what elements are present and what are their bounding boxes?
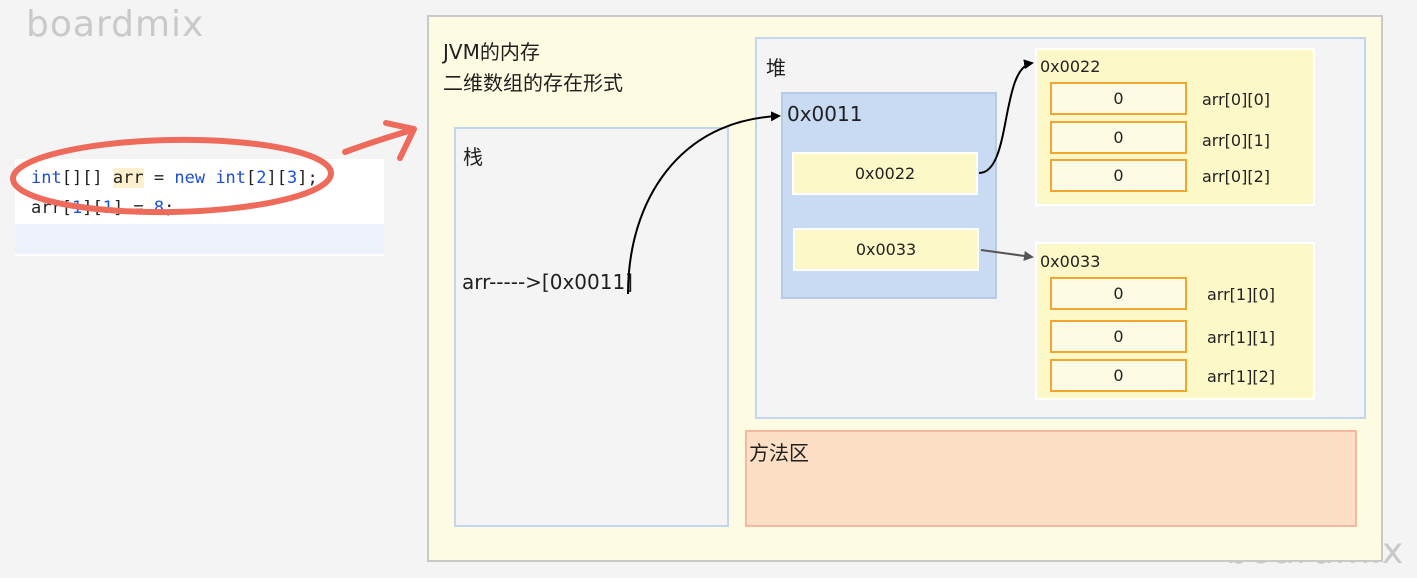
inner-array-0-address: 0x0022	[1040, 57, 1101, 76]
inner-array-0-cell-0: 0	[1050, 82, 1187, 115]
inner-array-1-cell-1-label: arr[1][1]	[1207, 328, 1276, 347]
code-token	[205, 168, 215, 188]
outer-array-address: 0x0011	[787, 102, 863, 126]
inner-array-1-cell-2: 0	[1050, 359, 1187, 392]
method-area-label: 方法区	[749, 441, 809, 465]
inner-array-0-cell-1: 0	[1050, 121, 1187, 154]
code-number: 1	[102, 198, 113, 218]
jvm-title-line-1: JVM的内存	[443, 40, 540, 64]
code-token: ][	[266, 168, 288, 188]
code-number: 2	[256, 168, 267, 188]
stack-variable-arr: arr----->[0x0011]	[462, 270, 633, 294]
code-token: int	[31, 168, 62, 188]
jvm-title-line-2: 二维数组的存在形式	[443, 71, 623, 95]
code-line-highlight	[15, 224, 384, 254]
code-token: ][	[82, 198, 103, 218]
code-number: 8	[153, 198, 165, 218]
code-line-2: arr[1][1] = 8;	[31, 198, 174, 218]
watermark-top-left: boardmix	[26, 4, 205, 45]
code-line-1: int[][] arr = new int[2][3];	[31, 168, 318, 188]
inner-array-1-cell-2-label: arr[1][2]	[1207, 367, 1276, 386]
code-keyword: new	[174, 168, 206, 188]
stack-label: 栈	[463, 145, 483, 169]
red-pointer-arrow	[342, 127, 415, 155]
inner-array-0-cell-1-label: arr[0][1]	[1202, 131, 1271, 150]
inner-array-1-cell-0: 0	[1050, 277, 1187, 310]
inner-array-0-cell-0-label: arr[0][0]	[1202, 90, 1271, 109]
code-token: arr[	[31, 198, 72, 218]
inner-array-0-cell-2: 0	[1050, 159, 1187, 192]
code-token: [	[246, 168, 257, 188]
code-token: [][]	[61, 168, 113, 188]
inner-array-1-cell-0-label: arr[1][0]	[1207, 285, 1276, 304]
method-area	[745, 430, 1357, 527]
outer-array-cell-0: 0x0022	[792, 152, 978, 195]
outer-array-cell-1: 0x0033	[793, 228, 979, 271]
code-token: ] =	[112, 198, 154, 218]
stack-area	[454, 127, 729, 527]
red-pointer-arrowhead	[383, 120, 417, 161]
inner-array-0-cell-2-label: arr[0][2]	[1202, 167, 1271, 186]
code-variable: arr	[112, 168, 144, 188]
code-token: ];	[297, 168, 318, 188]
code-token: ;	[164, 198, 175, 218]
code-keyword: int	[215, 168, 247, 188]
heap-label: 堆	[766, 56, 786, 80]
code-token: =	[143, 168, 175, 188]
code-number: 3	[287, 168, 298, 188]
inner-array-1-address: 0x0033	[1040, 252, 1101, 271]
inner-array-1-cell-1: 0	[1050, 320, 1187, 353]
code-number: 1	[71, 198, 83, 218]
